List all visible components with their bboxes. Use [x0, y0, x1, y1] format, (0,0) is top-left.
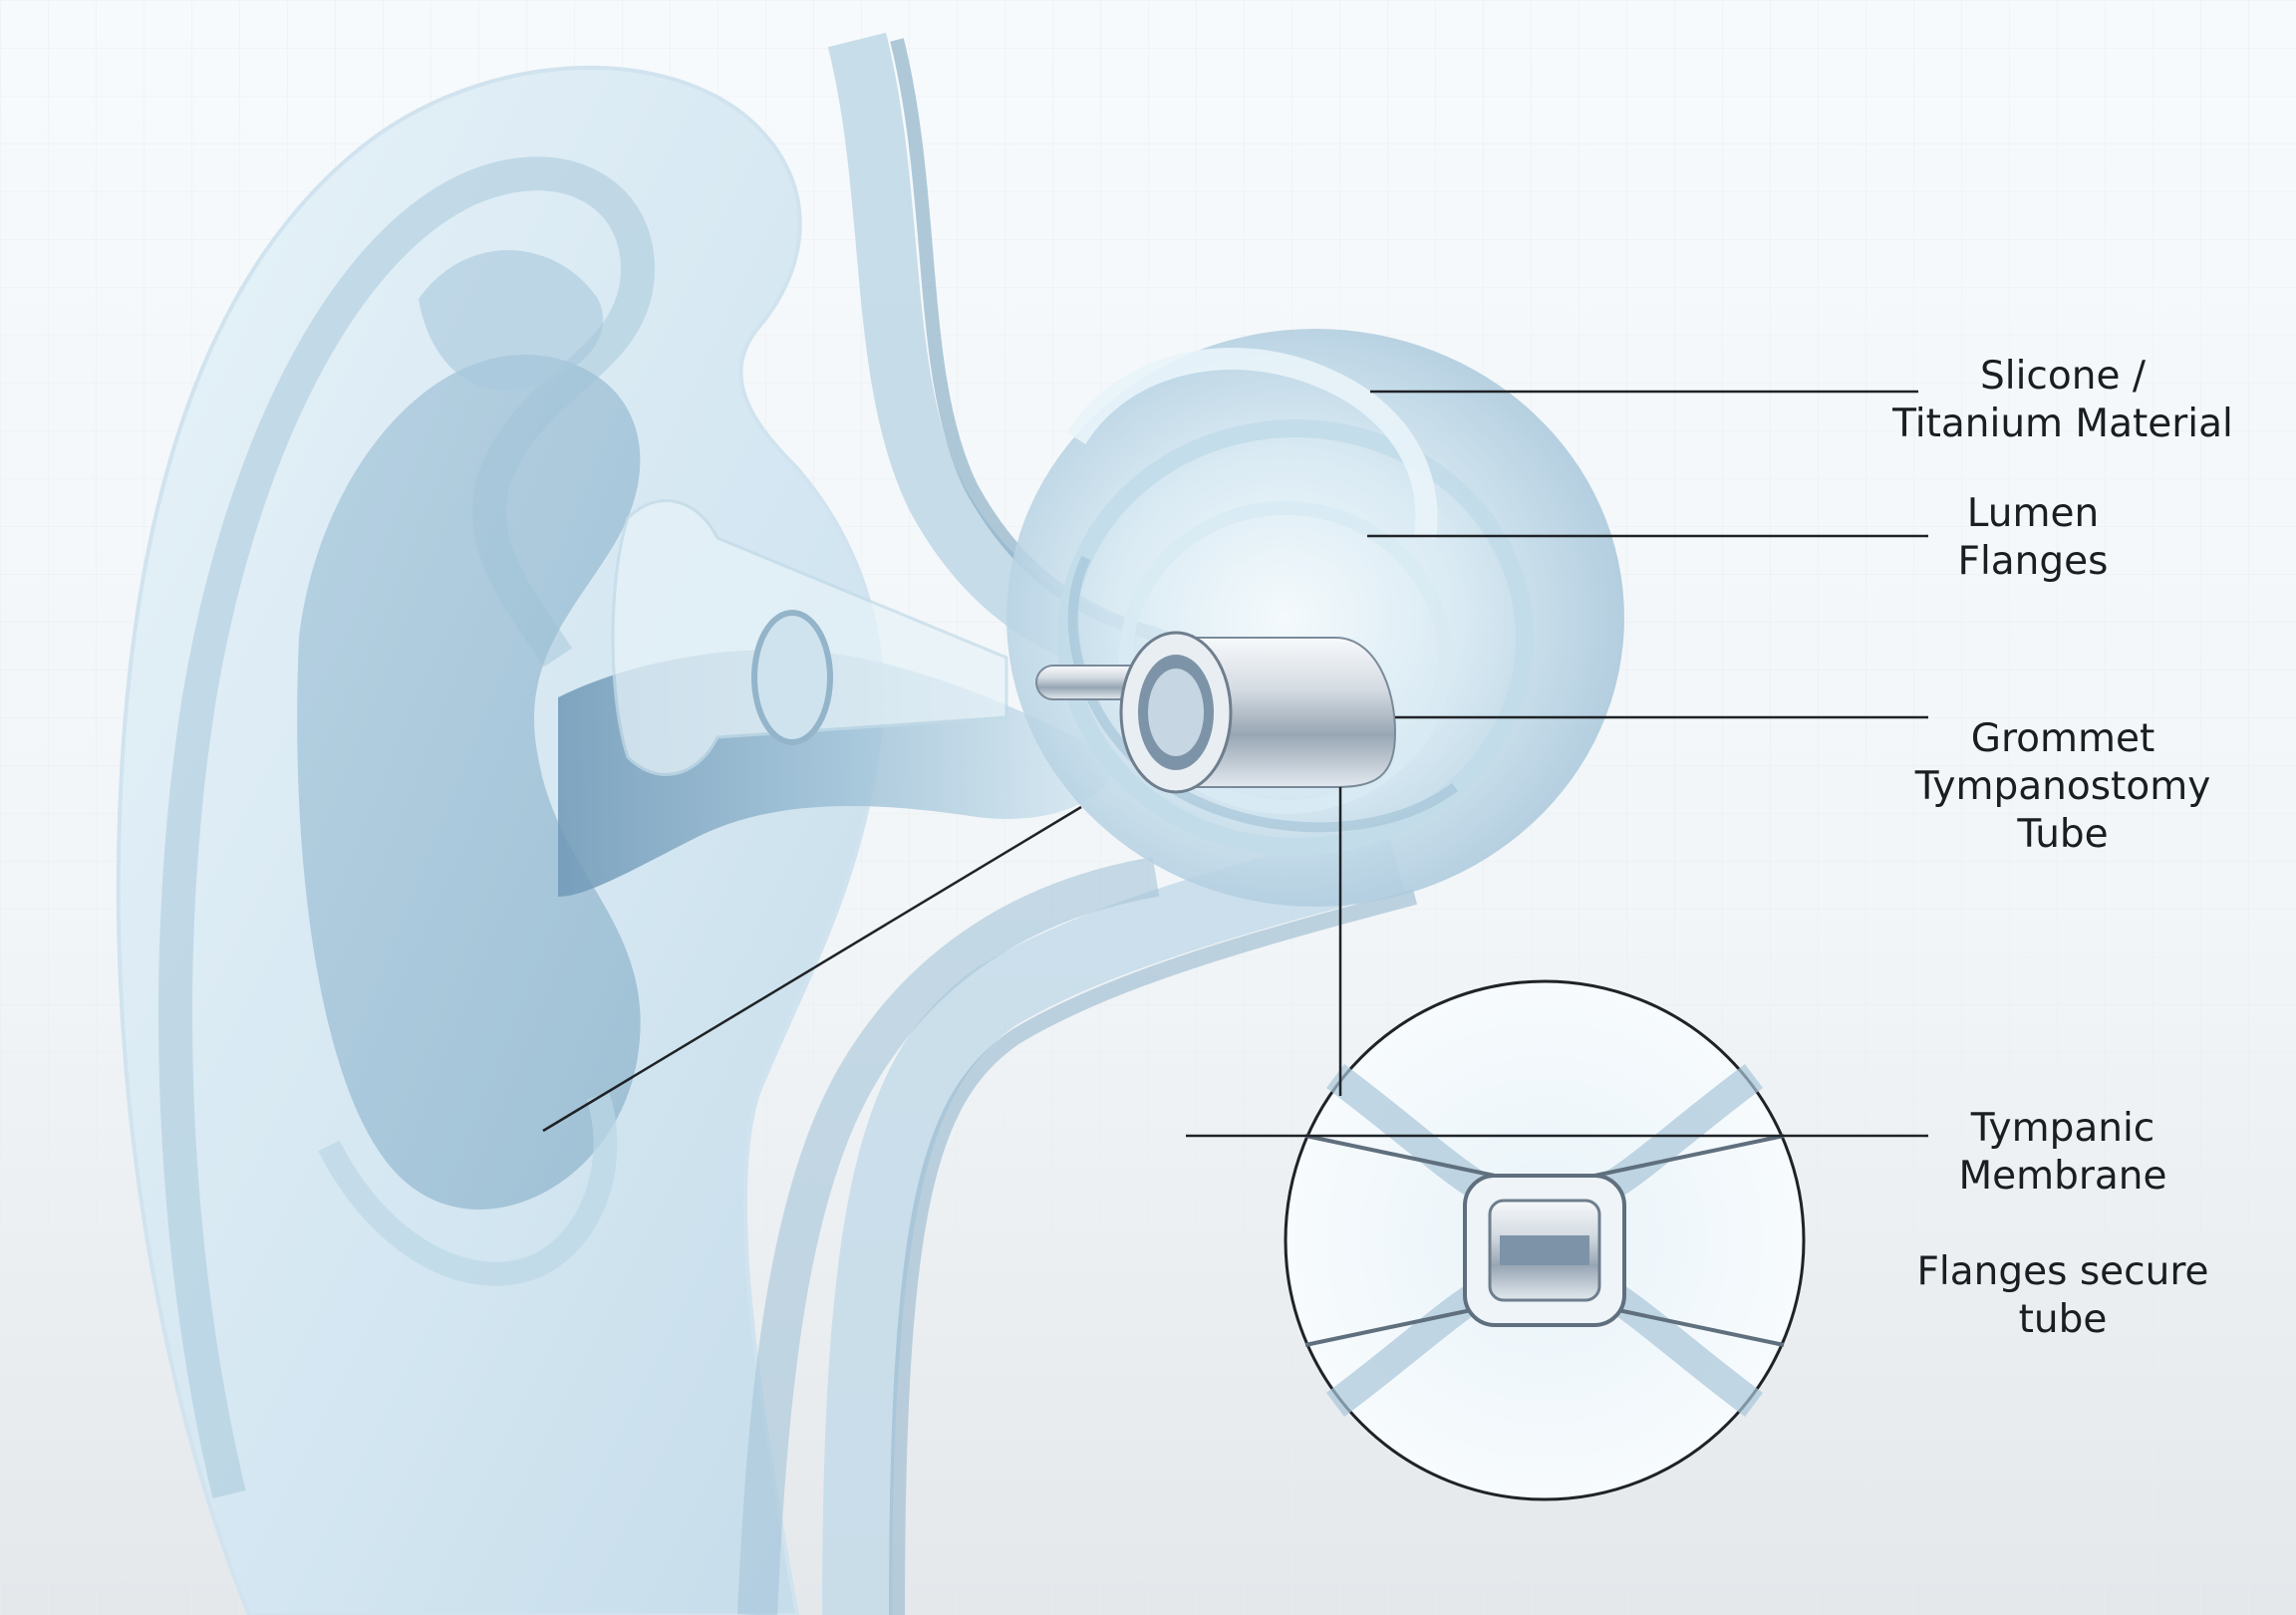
label-grommet-tube: Grommet Tympanostomy Tube	[1914, 716, 2211, 857]
label-flanges-secure: Flanges secure tube	[1916, 1249, 2209, 1342]
label-material: Slicone / Titanium Material	[1892, 354, 2233, 446]
leader-lines	[542, 390, 1928, 1138]
concha	[297, 354, 641, 1210]
leader-concha	[542, 805, 1082, 1133]
label-lumen-flanges: Lumen Flanges	[1957, 491, 2109, 584]
grommet-tube	[1035, 631, 1397, 794]
inset-detail	[1284, 979, 1806, 1501]
label-tympanic-membrane: Tympanic Membrane	[1958, 1106, 2167, 1199]
